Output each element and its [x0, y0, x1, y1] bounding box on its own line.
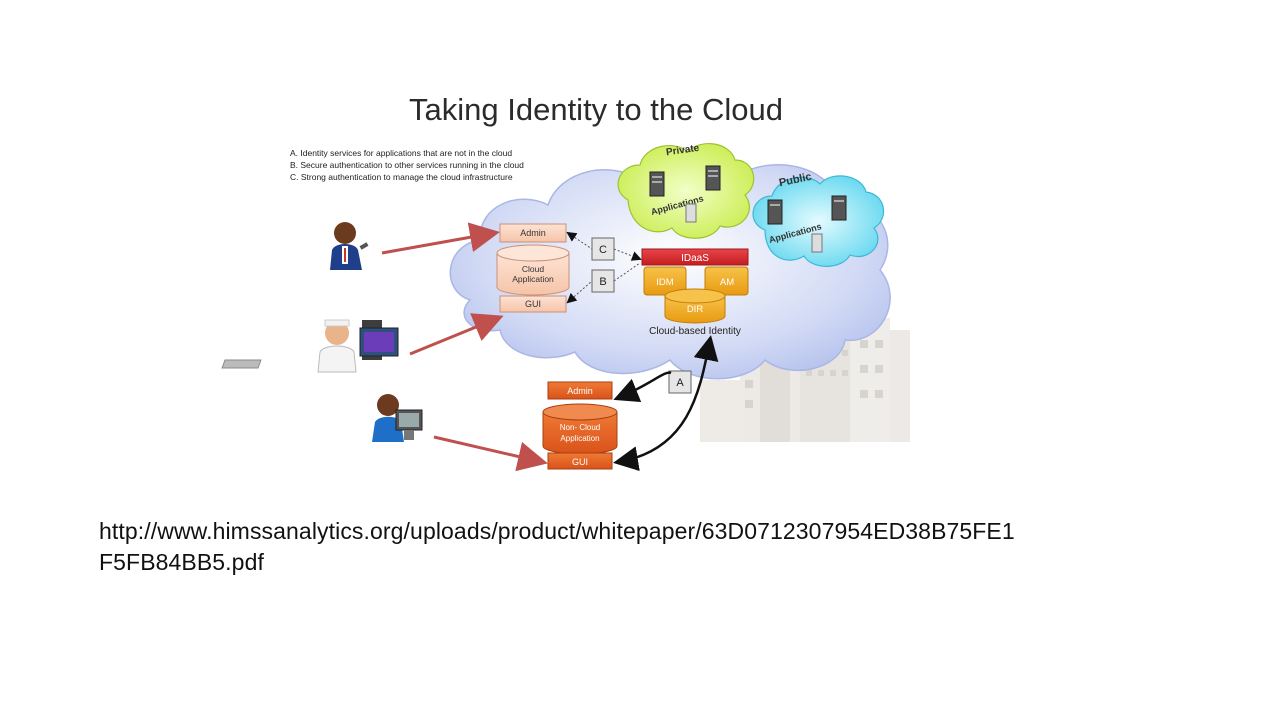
server-icon: [831, 195, 847, 221]
idaas-header: [641, 248, 749, 266]
cloud-based-identity-caption: Cloud-based Identity: [649, 326, 741, 337]
user-doctor-computer-icon: [221, 319, 399, 373]
non-cloud-application-stack: Admin Non- Cloud Application GUI: [542, 381, 618, 470]
user-computer-icon: [372, 394, 423, 442]
cloud-application-stack: Admin Cloud Application GUI: [496, 223, 570, 313]
cloud-application-cylinder: [496, 244, 570, 296]
source-url[interactable]: http://www.himssanalytics.org/uploads/pr…: [99, 516, 1199, 578]
connector-b: B: [591, 269, 615, 293]
connector-lines: [566, 231, 642, 304]
public-cloud: Public Applications: [752, 171, 885, 267]
non-cloud-admin-box: [547, 381, 613, 400]
legend-item-b: B. Secure authentication to other servic…: [290, 160, 524, 170]
idaas-header-label: IDaaS: [681, 253, 709, 264]
connector-a: A: [668, 370, 692, 394]
server-icon: [767, 199, 783, 225]
non-cloud-admin-label: Admin: [567, 386, 593, 396]
connector-c: C: [591, 237, 615, 261]
cloud-application-label-line2: Application: [512, 274, 554, 284]
user-businessman-icon: [330, 222, 369, 270]
identity-arrows: [613, 335, 719, 472]
cloud-admin-label: Admin: [520, 228, 546, 238]
am-box: [704, 266, 749, 296]
server-icon: [705, 165, 721, 191]
legend-item-c: C. Strong authentication to manage the c…: [290, 172, 513, 182]
connector-a-label: A: [676, 377, 684, 389]
dir-label: DIR: [687, 304, 704, 315]
server-icon: [649, 171, 665, 197]
server-icon: [685, 203, 697, 223]
non-cloud-gui-label: GUI: [572, 457, 588, 467]
am-label: AM: [720, 277, 734, 288]
legend: A. Identity services for applications th…: [290, 148, 524, 182]
idaas-block: IDaaS IDM AM DIR Cloud-based Identity: [641, 248, 749, 337]
cloud-admin-box: [499, 223, 567, 243]
user-access-arrows: [381, 222, 548, 472]
connector-c-label: C: [599, 244, 607, 256]
non-cloud-gui-box: [547, 452, 613, 470]
dir-cylinder: [664, 288, 726, 324]
source-url-line1[interactable]: http://www.himssanalytics.org/uploads/pr…: [99, 518, 1015, 544]
idm-label: IDM: [656, 277, 674, 288]
cloud-gui-label: GUI: [525, 299, 541, 309]
server-icon: [811, 233, 823, 253]
legend-item-a: A. Identity services for applications th…: [290, 148, 512, 158]
diagram-title: Taking Identity to the Cloud: [409, 92, 783, 127]
private-cloud: Private Applications: [617, 143, 755, 239]
cloud-application-label-line1: Cloud: [522, 264, 544, 274]
source-url-line2[interactable]: F5FB84BB5.pdf: [99, 549, 264, 575]
connector-b-label: B: [599, 276, 606, 288]
private-cloud-label: Private: [665, 143, 700, 159]
non-cloud-application-label-line1: Non- Cloud: [560, 423, 600, 432]
cloud-gui-box: [499, 295, 567, 313]
non-cloud-application-label-line2: Application: [560, 434, 599, 443]
